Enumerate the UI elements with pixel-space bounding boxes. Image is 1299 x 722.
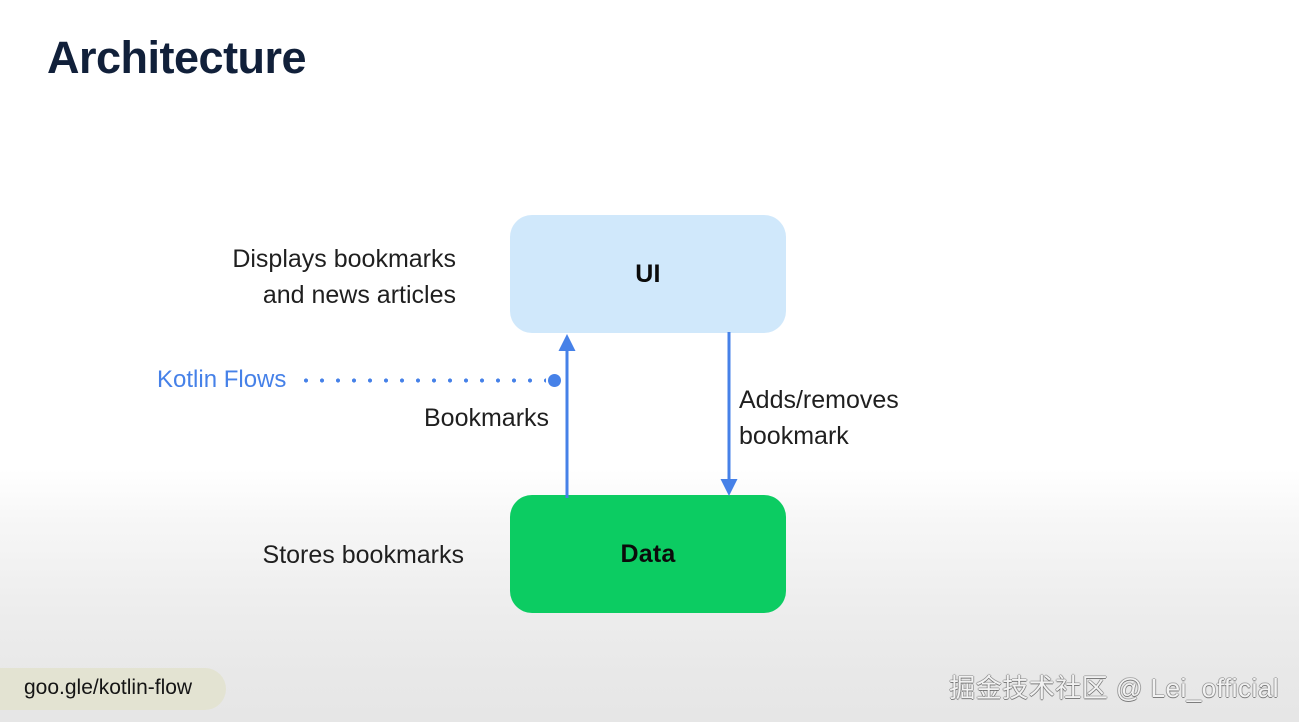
node-data-label: Data [620,539,676,568]
annotation-data-description: Stores bookmarks [262,541,464,569]
arrow-ui-to-data-icon [720,332,738,496]
node-ui[interactable]: UI [510,215,786,333]
footer-url-pill[interactable]: goo.gle/kotlin-flow [0,668,227,710]
edge-label-adds-removes-bookmark: Adds/removes bookmark [739,386,899,450]
edge-label-bookmarks: Bookmarks [424,404,550,432]
arrow-data-to-ui-icon [558,334,576,498]
annotation-ui-description: Displays bookmarks and news articles [232,245,456,309]
dotted-leader-line [298,377,547,383]
watermark: 掘金技术社区 @ Lei_official [949,673,1279,703]
kotlin-flows-annotation: Kotlin Flows [157,366,562,394]
page-title: Architecture [47,32,307,83]
node-ui-label: UI [635,259,661,288]
kotlin-flows-label: Kotlin Flows [157,366,287,393]
node-data[interactable]: Data [510,495,786,613]
leader-end-dot-icon [548,373,562,387]
